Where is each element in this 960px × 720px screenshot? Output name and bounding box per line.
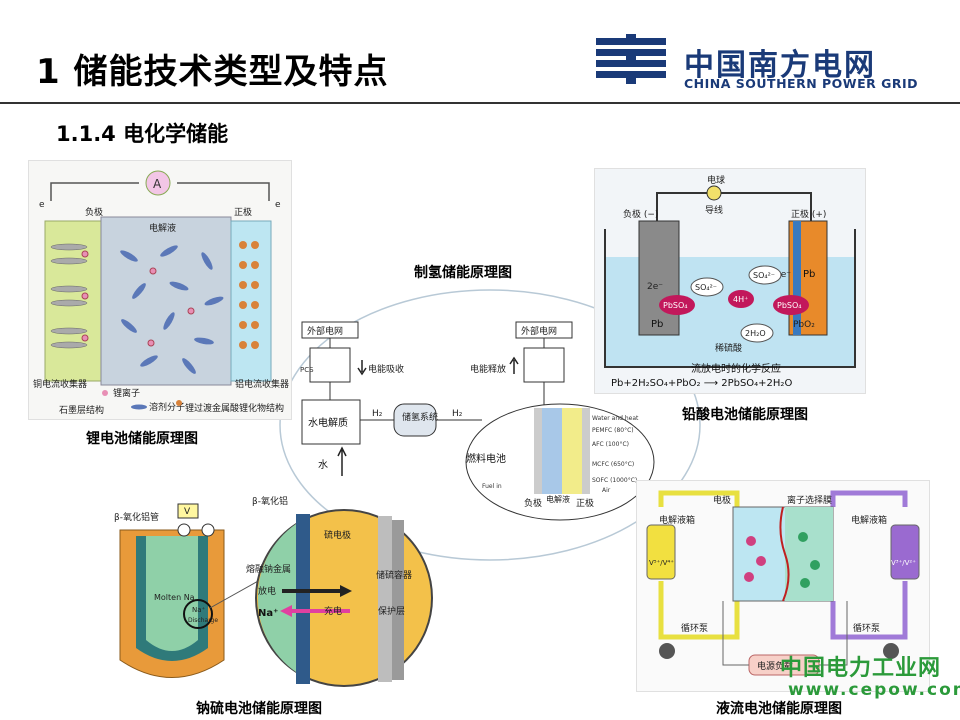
svg-text:PbO₂: PbO₂ <box>793 320 815 330</box>
svg-text:负极: 负极 <box>524 497 542 509</box>
svg-text:循环泵: 循环泵 <box>681 622 708 634</box>
svg-text:V: V <box>184 507 191 517</box>
svg-text:V³⁺/V²⁺: V³⁺/V²⁺ <box>891 559 916 567</box>
svg-text:Na⁺: Na⁺ <box>192 606 206 614</box>
svg-text:熔融钠金属: 熔融钠金属 <box>246 563 291 575</box>
page-title: 1 储能技术类型及特点 <box>36 52 389 92</box>
svg-text:电极: 电极 <box>713 494 731 506</box>
svg-text:溶剂分子: 溶剂分子 <box>149 401 185 413</box>
svg-text:铜电流收集器: 铜电流收集器 <box>33 378 87 390</box>
svg-text:PEMFC (80°C): PEMFC (80°C) <box>592 427 634 434</box>
svg-text:电能释放: 电能释放 <box>470 363 506 375</box>
caption-lithium: 锂电池储能原理图 <box>86 431 198 447</box>
svg-text:电解液: 电解液 <box>546 494 570 504</box>
svg-text:放电: 放电 <box>258 585 276 597</box>
svg-text:水电解质: 水电解质 <box>308 416 348 429</box>
svg-text:Pb+2H₂SO₄+PbO₂ ⟶ 2PbSO₄+2H₂O: Pb+2H₂SO₄+PbO₂ ⟶ 2PbSO₄+2H₂O <box>611 378 792 389</box>
svg-text:H₂: H₂ <box>372 409 383 419</box>
svg-text:AFC (100°C): AFC (100°C) <box>592 441 629 448</box>
svg-text:导线: 导线 <box>705 204 723 216</box>
svg-text:电能吸收: 电能吸收 <box>368 363 404 375</box>
caption-flow: 液流电池储能原理图 <box>716 701 842 717</box>
svg-text:储硫容器: 储硫容器 <box>376 569 412 581</box>
svg-text:稀硫酸: 稀硫酸 <box>715 342 742 354</box>
svg-text:Na⁺: Na⁺ <box>258 608 278 619</box>
svg-text:e: e <box>39 200 45 210</box>
svg-text:流放电时的化学反应: 流放电时的化学反应 <box>691 362 781 375</box>
svg-text:电解液箱: 电解液箱 <box>851 514 887 526</box>
svg-text:2e⁻: 2e⁻ <box>775 270 791 280</box>
sodium-sulfur-diagram: Molten Na β-氧化铝管 V Na⁺ Discharge β-氧化铝 硫… <box>110 490 436 690</box>
lithium-diagram: A e e 负极 正极 电解液 <box>28 160 292 420</box>
svg-text:Water and heat: Water and heat <box>592 415 639 422</box>
watermark-name: 中国电力工业网 <box>780 656 942 681</box>
svg-text:水: 水 <box>318 459 328 471</box>
svg-text:β-氧化铝管: β-氧化铝管 <box>114 511 159 523</box>
company-logo-icon <box>596 34 666 84</box>
lead-acid-diagram: 电球 导线 负极 (−) 正极 (+) Pb Pb PbO₂ 2e⁻ 2e⁻ P… <box>594 168 866 394</box>
svg-text:循环泵: 循环泵 <box>853 622 880 634</box>
svg-text:储氢系统: 储氢系统 <box>402 411 438 423</box>
svg-text:电球: 电球 <box>707 174 725 186</box>
svg-text:充电: 充电 <box>324 605 342 617</box>
svg-text:PCS: PCS <box>300 366 314 374</box>
svg-text:Discharge: Discharge <box>188 617 218 624</box>
svg-text:石墨层结构: 石墨层结构 <box>59 404 104 416</box>
flow-diagram: V⁵⁺/V⁴⁺ V³⁺/V²⁺ 电解液箱 电解液箱 电极 离子选择膜 循环泵 循… <box>636 480 930 692</box>
connecting-ellipse <box>279 289 701 561</box>
svg-text:MCFC (650°C): MCFC (650°C) <box>592 461 634 468</box>
svg-text:2e⁻: 2e⁻ <box>647 282 663 292</box>
svg-text:V⁵⁺/V⁴⁺: V⁵⁺/V⁴⁺ <box>649 559 674 567</box>
svg-text:PbSO₄: PbSO₄ <box>663 301 687 310</box>
svg-text:保护层: 保护层 <box>378 605 405 617</box>
caption-hydrogen: 制氢储能原理图 <box>414 265 512 281</box>
svg-text:锂离子: 锂离子 <box>113 387 140 399</box>
svg-text:外部电网: 外部电网 <box>307 325 343 337</box>
logo-chinese-name: 中国南方电网 <box>684 48 876 83</box>
hydrogen-diagram: 外部电网 外部电网 PCS 电能吸收 电能释放 水电解质 水 H₂ 储氢系统 H… <box>296 316 656 522</box>
logo-english-name: CHINA SOUTHERN POWER GRID <box>684 76 919 91</box>
svg-text:Air: Air <box>602 487 611 494</box>
watermark-url: www.cepow.com <box>788 680 960 700</box>
svg-text:SOFC (1000°C): SOFC (1000°C) <box>592 477 637 484</box>
svg-text:外部电网: 外部电网 <box>521 325 557 337</box>
svg-text:负极 (−): 负极 (−) <box>623 208 658 220</box>
svg-text:燃料电池: 燃料电池 <box>466 452 506 465</box>
svg-text:e: e <box>275 200 281 210</box>
svg-text:正极 (+): 正极 (+) <box>791 208 826 220</box>
svg-text:Fuel in: Fuel in <box>482 483 502 490</box>
svg-text:离子选择膜: 离子选择膜 <box>787 494 832 506</box>
caption-lead-acid: 铅酸电池储能原理图 <box>682 407 808 423</box>
svg-text:2H₂O: 2H₂O <box>745 329 766 338</box>
svg-text:硫电极: 硫电极 <box>324 529 351 541</box>
svg-text:正极: 正极 <box>576 497 594 509</box>
svg-text:锂过渡金属酸锂化物结构: 锂过渡金属酸锂化物结构 <box>185 402 284 414</box>
section-title: 1.1.4 电化学储能 <box>56 122 229 146</box>
svg-text:β-氧化铝: β-氧化铝 <box>252 495 288 507</box>
svg-text:电解液箱: 电解液箱 <box>659 514 695 526</box>
svg-text:电解液: 电解液 <box>149 222 176 234</box>
header-divider <box>0 102 960 104</box>
svg-text:SO₄²⁻: SO₄²⁻ <box>753 271 775 280</box>
ammeter-label: A <box>153 177 162 191</box>
svg-text:铝电流收集器: 铝电流收集器 <box>235 378 289 390</box>
svg-text:SO₄²⁻: SO₄²⁻ <box>695 283 717 292</box>
svg-text:Pb: Pb <box>651 319 663 330</box>
svg-text:H₂: H₂ <box>452 409 463 419</box>
svg-text:负极: 负极 <box>85 206 103 218</box>
svg-text:PbSO₄: PbSO₄ <box>777 301 801 310</box>
svg-text:4H⁺: 4H⁺ <box>733 295 748 304</box>
svg-text:Pb: Pb <box>803 269 815 280</box>
svg-text:电源负载: 电源负载 <box>757 660 793 672</box>
svg-text:正极: 正极 <box>234 206 252 218</box>
caption-sodium-sulfur: 钠硫电池储能原理图 <box>196 701 322 717</box>
svg-text:Molten Na: Molten Na <box>154 593 195 602</box>
